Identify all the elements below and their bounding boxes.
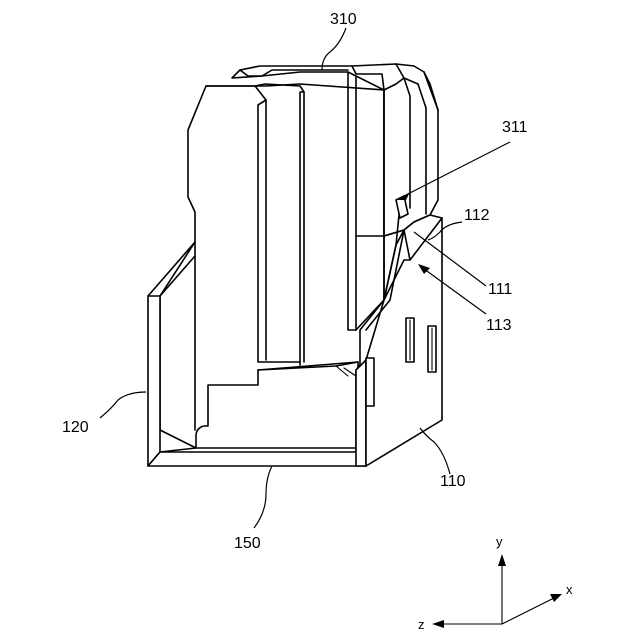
axis-x-arrow [550, 594, 562, 602]
axis-z-label: z [418, 617, 425, 632]
slot-3 [366, 358, 374, 406]
leader-110 [420, 428, 450, 474]
axis-y-arrow [498, 554, 506, 566]
label-113: 113 [486, 317, 512, 334]
coordinate-axes: y x z [418, 534, 573, 632]
label-310: 310 [330, 11, 357, 28]
tray-left-wall [148, 296, 160, 466]
axis-z-arrow [432, 620, 444, 628]
tray-right-wall [356, 360, 366, 466]
leader-150 [254, 466, 272, 528]
label-120: 120 [62, 419, 89, 436]
label-111: 111 [488, 281, 512, 298]
body-left-face [160, 84, 384, 448]
leader-120 [100, 392, 146, 418]
label-110: 110 [440, 473, 466, 490]
axis-x-label: x [566, 582, 573, 597]
label-112: 112 [464, 207, 490, 224]
label-311: 311 [502, 119, 528, 136]
axis-x-line [502, 596, 558, 624]
tray-bottom-150 [148, 448, 366, 466]
axis-y-label: y [496, 534, 503, 549]
inner-body [160, 70, 384, 448]
leader-310 [322, 28, 346, 70]
label-150: 150 [234, 535, 261, 552]
